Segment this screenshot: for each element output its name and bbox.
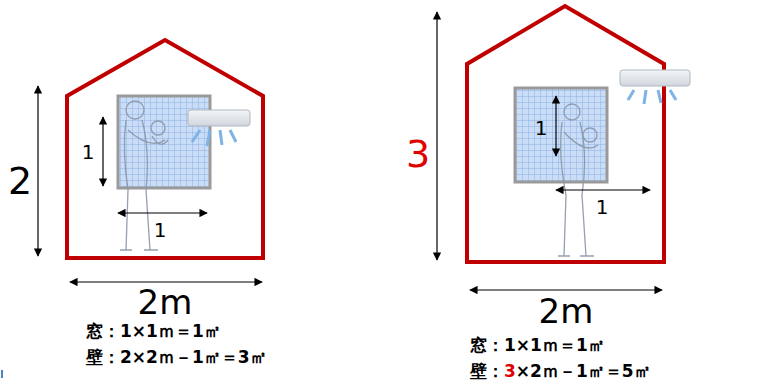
person: [120, 101, 168, 250]
window-area-formula: 窓：1×1ｍ＝1㎡: [470, 337, 605, 355]
dimension-width: 2m: [539, 294, 594, 330]
air-conditioner: [620, 70, 690, 104]
air-conditioner: [188, 110, 250, 146]
person: [558, 104, 598, 256]
dimension-window-width: 1: [154, 220, 167, 241]
house-right: [437, 6, 690, 290]
wall-area-formula: 壁：2×2ｍ－1㎡＝3㎡: [86, 349, 267, 367]
dimension-width: 2m: [138, 285, 193, 321]
dimension-window-width: 1: [596, 197, 609, 218]
dimension-height: 2: [8, 162, 32, 202]
dimension-height: 3: [406, 135, 430, 175]
window-area-formula: 窓：1×1ｍ＝1㎡: [86, 323, 221, 341]
house-left: [38, 40, 263, 282]
wall-area-formula: 壁：3×2ｍ－1㎡＝5㎡: [470, 363, 651, 381]
dimension-window-height: 1: [535, 118, 548, 139]
dimension-window-height: 1: [82, 142, 95, 163]
